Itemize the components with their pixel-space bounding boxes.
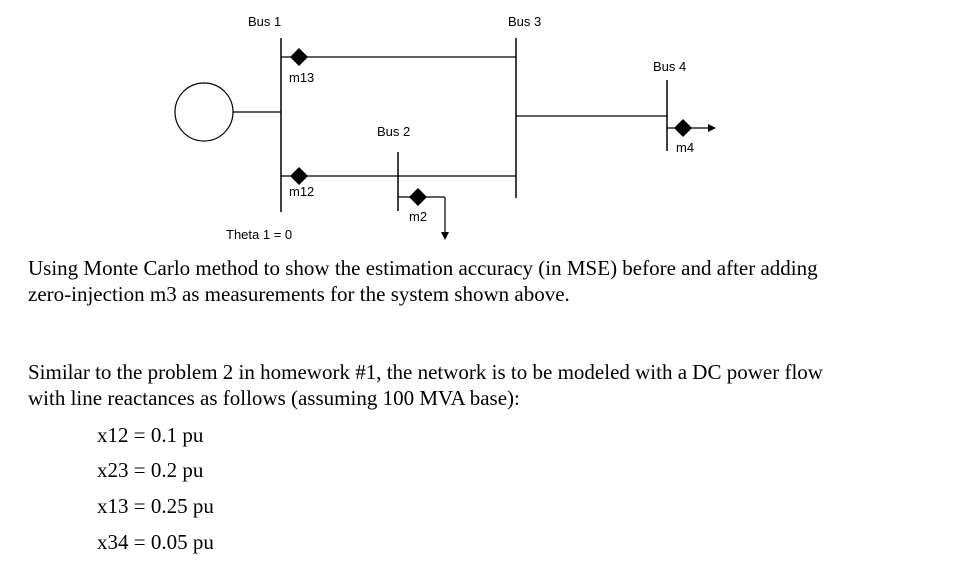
reactance-x12: x12 = 0.1 pu	[97, 423, 204, 447]
model-paragraph-line-2: with line reactances as follows (assumin…	[28, 386, 520, 410]
reactance-x23: x23 = 0.2 pu	[97, 458, 204, 482]
reactance-x13: x13 = 0.25 pu	[97, 494, 214, 518]
m4-measurement-diamond-icon	[674, 119, 692, 137]
generator-symbol	[174, 82, 234, 142]
m2-measurement-diamond-icon	[409, 188, 427, 206]
m4-label: m4	[676, 140, 694, 155]
bus4-load-arrow-icon	[708, 124, 716, 132]
m2-label: m2	[409, 209, 427, 224]
one-line-diagram: Bus 1 Bus 3 Bus 4 Bus 2 m13 m12 m2 m4 Th…	[174, 14, 716, 242]
problem-paragraph-line-1: Using Monte Carlo method to show the est…	[28, 256, 818, 280]
theta-label: Theta 1 = 0	[226, 227, 292, 242]
m12-label: m12	[289, 184, 314, 199]
m13-label: m13	[289, 70, 314, 85]
reactance-x34: x34 = 0.05 pu	[97, 530, 214, 554]
m13-measurement-diamond-icon	[290, 48, 308, 66]
problem-paragraph-line-2: zero-injection m3 as measurements for th…	[28, 282, 570, 306]
bus2-label: Bus 2	[377, 124, 410, 139]
bus2-load-arrow-icon	[441, 232, 449, 240]
m12-measurement-diamond-icon	[290, 167, 308, 185]
bus4-label: Bus 4	[653, 59, 686, 74]
bus3-label: Bus 3	[508, 14, 541, 29]
model-paragraph-line-1: Similar to the problem 2 in homework #1,…	[28, 360, 823, 384]
bus1-label: Bus 1	[248, 14, 281, 29]
